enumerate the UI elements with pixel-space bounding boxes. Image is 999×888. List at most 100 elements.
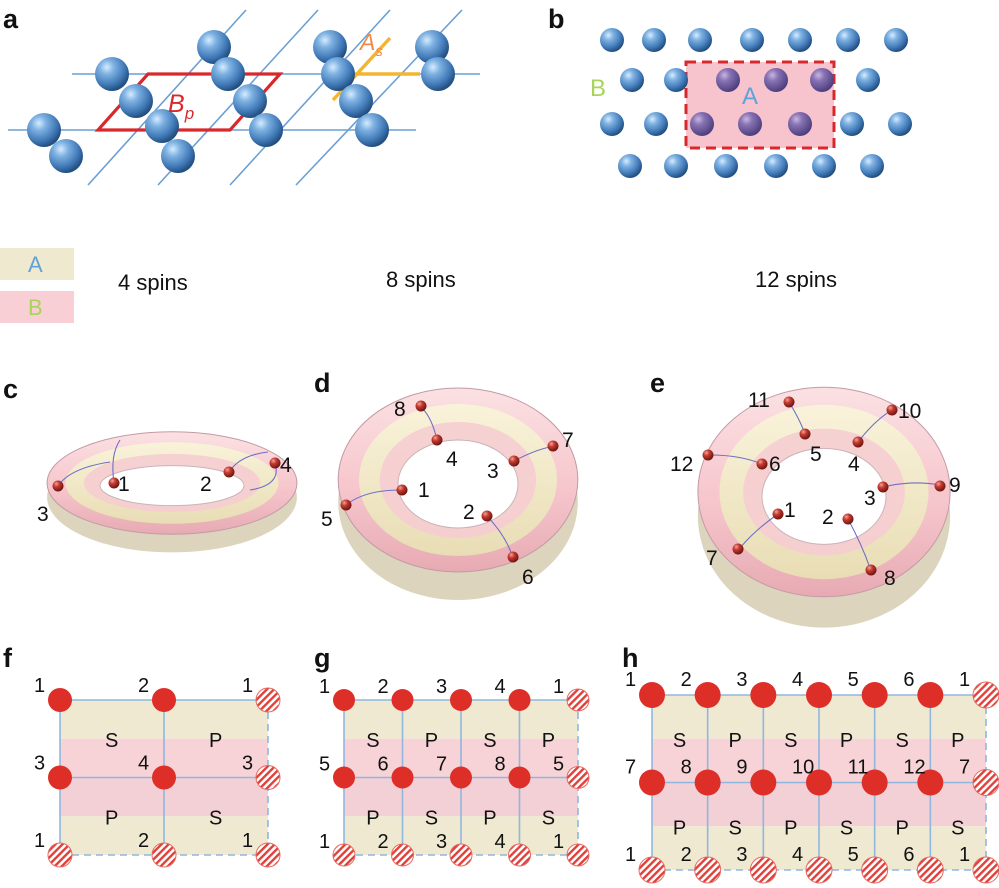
grid-spin-label: 3 bbox=[34, 753, 45, 775]
spin-sphere bbox=[836, 28, 860, 52]
grid-cell-label-lower: S bbox=[542, 807, 555, 829]
grid-spin-label: 1 bbox=[959, 669, 970, 691]
grid-spin-periodic bbox=[694, 856, 722, 884]
grid-spin bbox=[917, 682, 944, 708]
spin-sphere bbox=[620, 68, 644, 92]
grid-spin-periodic bbox=[151, 842, 177, 868]
grid-spin-periodic bbox=[566, 843, 590, 867]
grid-cell-label-upper: S bbox=[896, 730, 909, 752]
spin-sphere bbox=[161, 139, 195, 173]
spin-sphere-region-a bbox=[716, 68, 740, 92]
torus-spin-label: 2 bbox=[822, 506, 834, 529]
spin-sphere bbox=[664, 68, 688, 92]
spin-sphere-region-a bbox=[738, 112, 762, 136]
grid-spin-label: 6 bbox=[378, 754, 389, 776]
spin-sphere bbox=[197, 30, 231, 64]
torus-spin-label: 9 bbox=[949, 474, 961, 497]
grid-cell-label-upper: P bbox=[542, 730, 555, 752]
grid-spin-label: 4 bbox=[495, 831, 506, 853]
grid-spin-periodic bbox=[972, 856, 999, 884]
plaquette-label-main: B bbox=[168, 90, 185, 118]
spin-sphere bbox=[339, 84, 373, 118]
grid-spin-label: 1 bbox=[553, 831, 564, 853]
grid-cell-label-upper: P bbox=[209, 730, 222, 752]
grid-spin-label: 1 bbox=[242, 675, 253, 697]
grid-spin-label: 8 bbox=[495, 754, 506, 776]
grid-spin-label: 5 bbox=[319, 754, 330, 776]
grid-spin-label: 3 bbox=[736, 669, 747, 691]
spin-sphere bbox=[600, 112, 624, 136]
torus-spin-label: 3 bbox=[37, 503, 49, 526]
spin-sphere bbox=[600, 28, 624, 52]
torus-spin bbox=[886, 404, 898, 416]
grid-spin bbox=[639, 682, 665, 708]
grid-spin-label: 2 bbox=[681, 669, 692, 691]
panel-a-lattice bbox=[8, 9, 480, 186]
torus-spin bbox=[52, 480, 64, 492]
grid-spin-label: 4 bbox=[138, 753, 149, 775]
legend: A B bbox=[0, 248, 74, 323]
grid-spin-label: 4 bbox=[792, 844, 803, 866]
grid-spin bbox=[750, 682, 777, 708]
grid-cell-label-upper: P bbox=[729, 730, 742, 752]
plaquette-label-sub: p bbox=[184, 104, 194, 123]
grid-spin-periodic bbox=[749, 856, 777, 884]
star-label-main: A bbox=[358, 29, 375, 55]
grid-spin-label: 9 bbox=[736, 757, 747, 779]
panel-letter-g: g bbox=[314, 643, 331, 673]
spin-sphere bbox=[884, 28, 908, 52]
grid-spin bbox=[917, 769, 944, 796]
torus-spin bbox=[865, 564, 877, 576]
grid-cell-label-lower: S bbox=[951, 817, 964, 839]
torus-spin-label: 11 bbox=[748, 389, 770, 412]
spin-count-12: 12 spins bbox=[755, 267, 837, 292]
grid-spin-label: 3 bbox=[736, 844, 747, 866]
grid-spin-periodic bbox=[638, 856, 666, 884]
lattice-line bbox=[229, 9, 391, 186]
spin-sphere-region-a bbox=[764, 68, 788, 92]
torus-spin-label: 4 bbox=[848, 453, 860, 476]
grid-spin bbox=[333, 689, 355, 711]
torus-hole bbox=[99, 465, 245, 507]
grid-cell-label-upper: S bbox=[784, 730, 797, 752]
torus-hole bbox=[397, 439, 519, 529]
spin-sphere bbox=[415, 30, 449, 64]
grid-cell-label-upper: P bbox=[951, 730, 964, 752]
grid-spin-label: 7 bbox=[959, 757, 970, 779]
grid-spin-periodic bbox=[391, 843, 414, 867]
spin-sphere-region-a bbox=[690, 112, 714, 136]
grid-spin-label: 1 bbox=[34, 830, 45, 852]
grid-spin-label: 12 bbox=[903, 757, 925, 779]
panel-letter-a: a bbox=[3, 4, 19, 34]
torus-spin-label: 6 bbox=[522, 566, 534, 589]
grid-spin-label: 8 bbox=[681, 757, 692, 779]
grid-cell-label-upper: S bbox=[105, 730, 118, 752]
grid-spin bbox=[48, 765, 72, 790]
legend-label-a: A bbox=[28, 252, 43, 277]
grid-cell-label-lower: P bbox=[483, 807, 496, 829]
grid-spin bbox=[806, 769, 832, 796]
torus-spin bbox=[799, 428, 811, 440]
grid-spin-label: 10 bbox=[792, 757, 814, 779]
spin-sphere bbox=[840, 112, 864, 136]
spin-sphere bbox=[211, 57, 245, 91]
torus-spin-label: 2 bbox=[200, 473, 212, 496]
grid-spin-label: 6 bbox=[903, 844, 914, 866]
grid-cell-label-lower: P bbox=[673, 817, 686, 839]
torus-spin-label: 8 bbox=[884, 567, 896, 590]
grid-cell-label-upper: S bbox=[673, 730, 686, 752]
grid-spin-label: 1 bbox=[319, 676, 330, 698]
grid-spin-label: 1 bbox=[625, 844, 636, 866]
spin-sphere bbox=[145, 109, 179, 143]
grid-spin-label: 1 bbox=[242, 830, 253, 852]
grid-spin-periodic bbox=[916, 856, 944, 884]
torus-spin-label: 5 bbox=[321, 508, 333, 531]
grid-cell-label-lower: S bbox=[209, 807, 222, 829]
spin-sphere bbox=[644, 112, 668, 136]
grid-spin bbox=[694, 682, 721, 708]
torus-spin-label: 8 bbox=[394, 398, 406, 421]
torus-spin bbox=[783, 396, 795, 408]
